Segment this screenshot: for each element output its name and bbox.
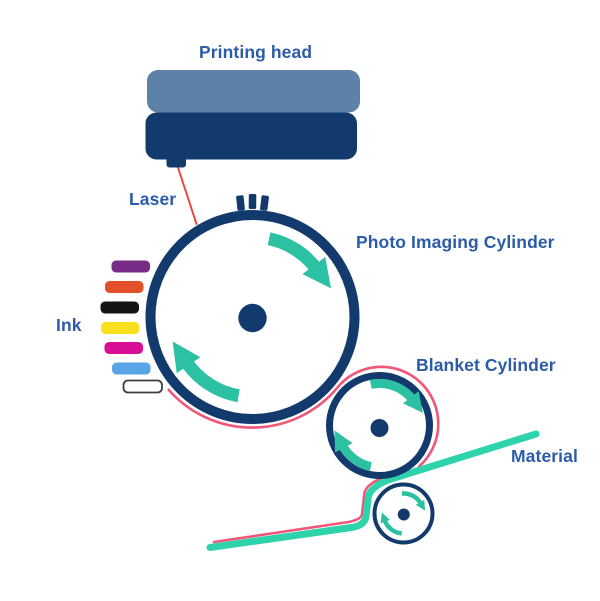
rotation-arrow-impression-bottom	[380, 512, 403, 536]
rotation-arrow-blanket-bottom	[334, 430, 372, 472]
ink-transfer-path-cylinders	[167, 365, 440, 468]
charge-tabs	[236, 193, 269, 211]
ink-bar-orange	[105, 281, 144, 293]
ink-bar-magenta	[104, 342, 143, 354]
printing-head-top-block	[147, 70, 360, 113]
ink-bar-white	[122, 379, 163, 394]
rotation-arrow-pic-bottom	[172, 341, 240, 403]
printing-head-label: Printing head	[199, 42, 313, 62]
laser-nozzle	[166, 151, 186, 168]
photo-imaging-cylinder-axle	[238, 303, 267, 333]
ink-bar-black	[100, 301, 139, 314]
laser-beam	[176, 165, 198, 225]
rotation-arrow-impression-top	[401, 491, 426, 511]
ink-bar-purple	[111, 260, 150, 273]
ink-label: Ink	[56, 315, 82, 335]
blanket-cylinder-axle	[370, 419, 389, 437]
ink-cartridges	[100, 260, 163, 394]
ink-bar-yellow	[101, 322, 140, 334]
laser-label: Laser	[129, 189, 177, 209]
blanket-cylinder-label: Blanket Cylinder	[416, 355, 556, 375]
material-label: Material	[511, 446, 578, 466]
charge-tab	[236, 195, 245, 211]
rotation-arrow-pic-top	[267, 232, 332, 289]
printing-head-body-block	[145, 112, 357, 160]
printing-head	[145, 70, 360, 168]
impression-cylinder-axle	[397, 508, 410, 521]
ink-transfer-path-material	[212, 473, 393, 544]
material-web-line	[206, 430, 540, 551]
photo-imaging-cylinder-label: Photo Imaging Cylinder	[356, 232, 555, 252]
charge-tab	[260, 195, 269, 211]
charge-tab	[248, 193, 257, 210]
rotation-arrow-blanket-top	[369, 379, 423, 413]
ink-bar-light-blue	[112, 362, 151, 375]
